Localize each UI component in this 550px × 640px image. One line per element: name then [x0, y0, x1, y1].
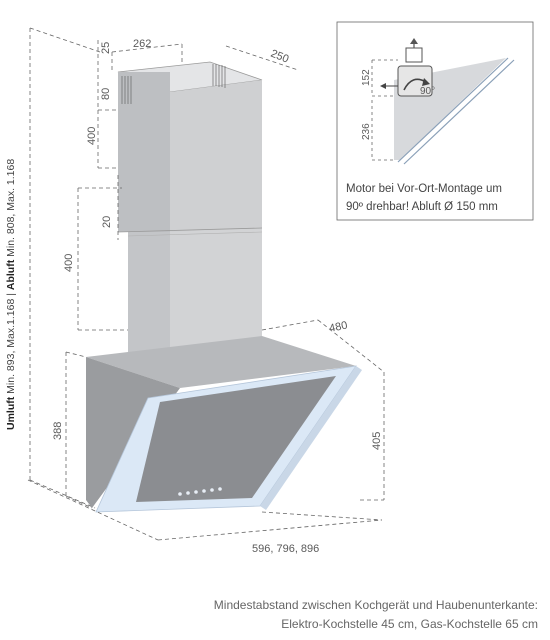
- wall-bracket-left: [121, 76, 132, 104]
- glass-panel: [136, 376, 336, 502]
- inset-dim-top: 152: [361, 69, 372, 86]
- dim-upper-section: 400: [86, 127, 98, 145]
- dim-lower-section: 400: [63, 254, 75, 272]
- dim-line-hood-depth: [261, 319, 319, 331]
- chimney-lower-side: [170, 228, 262, 357]
- dim-hood-height-side: 405: [371, 432, 383, 450]
- dim-hood-height-front: 388: [52, 422, 64, 440]
- inset-dim-bottom: 236: [361, 123, 372, 140]
- inset-note-line-1: Motor bei Vor-Ort-Montage um: [346, 183, 502, 195]
- control-buttons: [178, 487, 222, 496]
- chimney-lower-front: [128, 232, 170, 357]
- dim-line-chimney-side: [225, 45, 299, 71]
- dim-chimney-depth: 25: [100, 42, 112, 54]
- dim-line-chimney-width: [111, 43, 183, 53]
- dim-line-hood-width: [157, 519, 383, 541]
- dim-overlap: 20: [101, 216, 113, 228]
- chimney: [117, 61, 263, 357]
- inset-note-line-2: 90º drehbar! Abluft Ø 150 mm: [346, 201, 498, 213]
- rotation-angle-label: 90°: [420, 86, 435, 97]
- footer-line-1: Mindestabstand zwischen Kochgerät und Ha…: [213, 598, 538, 612]
- dim-chimney-side: 250: [269, 48, 291, 66]
- motor-inset: 90° 152 236 Motor bei Vor-Ort-Montage um…: [336, 21, 534, 221]
- hood-top: [86, 336, 356, 388]
- total-height-label: Umluft Min. 893, Max.1.168 | Abluft Min.…: [5, 159, 17, 430]
- dim-hood-widths: 596, 796, 896: [252, 543, 319, 555]
- inset-motor: [397, 65, 433, 97]
- chimney-upper-side: [170, 80, 262, 232]
- wall-bracket-right: [212, 64, 226, 88]
- chimney-upper-front: [118, 72, 170, 232]
- dim-chimney-width: 262: [133, 38, 151, 50]
- dim-hood-depth: 480: [328, 319, 348, 335]
- hood-side-edge: [260, 366, 362, 510]
- total-height-dimension: [29, 27, 101, 509]
- footer-line-2: Elektro-Kochstelle 45 cm, Gas-Kochstelle…: [281, 617, 538, 631]
- inset-glass-edge: [397, 57, 515, 165]
- dim-upper-cutout: 80: [100, 88, 112, 100]
- hood-body: [86, 336, 362, 513]
